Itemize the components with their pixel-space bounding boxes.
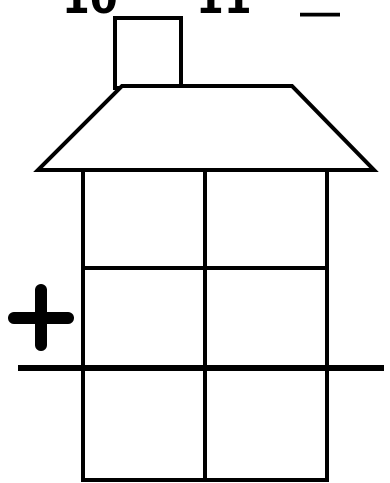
plus-icon xyxy=(14,290,68,345)
roof xyxy=(38,86,374,170)
chimney xyxy=(115,18,181,88)
